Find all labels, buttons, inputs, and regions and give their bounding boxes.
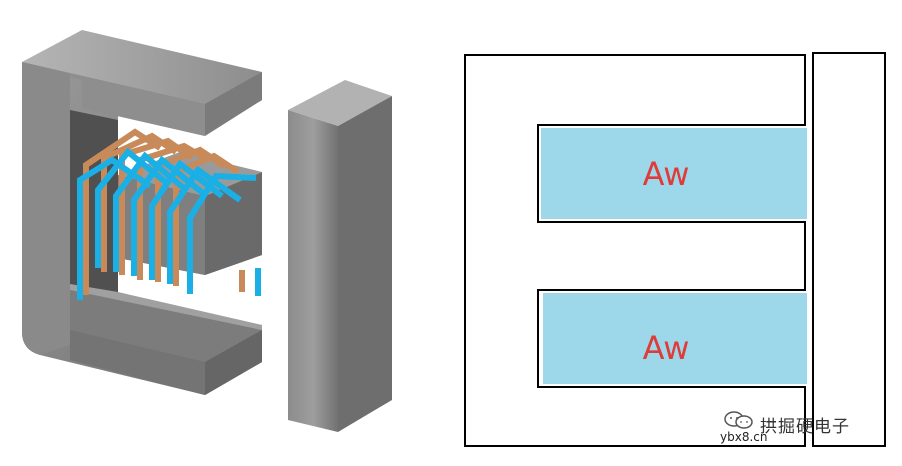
i-core xyxy=(288,80,392,432)
watermark-name: 拱掘硬电子 xyxy=(760,417,850,437)
i-core-outline xyxy=(812,52,886,447)
e-core-outline xyxy=(464,54,806,447)
watermark-site: ybx8.cn xyxy=(720,430,768,444)
ei-core-illustration xyxy=(22,30,392,432)
window-area-top xyxy=(541,128,807,219)
watermark: 拱掘硬电子 ybx8.cn xyxy=(716,408,896,448)
core-window-diagram: Aw Aw xyxy=(464,52,886,447)
wechat-icon xyxy=(724,411,753,429)
window-area-bottom xyxy=(543,293,807,384)
aw-label-top: Aw xyxy=(643,155,690,193)
coil-winding xyxy=(77,128,261,300)
aw-label-bottom: Aw xyxy=(643,329,690,367)
